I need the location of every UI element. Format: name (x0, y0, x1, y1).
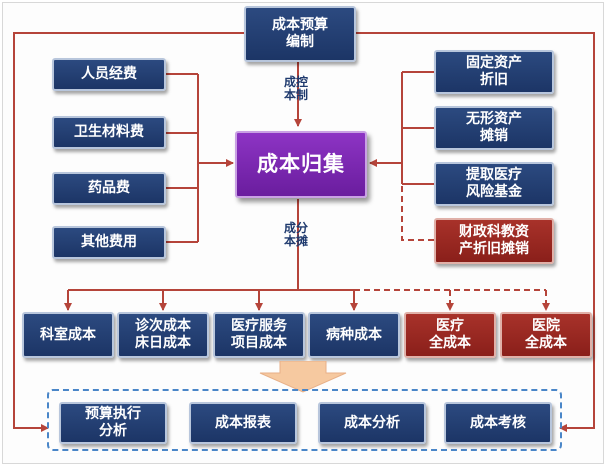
input-other-box: 其他费用 (52, 226, 166, 259)
input-risk-fund-box: 提取医疗 风险基金 (434, 162, 554, 206)
output-medical-full-box: 医疗 全成本 (404, 312, 496, 358)
output-disease-box: 病种成本 (308, 312, 400, 358)
cost-collection-box: 成本归集 (235, 131, 367, 198)
allocate-label: 成分 本摊 (284, 221, 309, 248)
output-visit-bed-box: 诊次成本 床日成本 (117, 312, 209, 358)
results-group (47, 389, 562, 451)
control-label: 成控 本制 (284, 75, 309, 102)
input-intangible-box: 无形资产 摊销 (434, 106, 554, 150)
budget-box: 成本预算 编制 (244, 6, 356, 62)
output-hospital-full-box: 医院 全成本 (500, 312, 592, 358)
result-budget-analysis-box: 预算执行 分析 (59, 402, 167, 444)
input-finance-education-box: 财政科教资 产折旧摊销 (434, 218, 554, 264)
big-down-arrow-icon (259, 361, 347, 393)
result-cost-assessment-box: 成本考核 (444, 402, 552, 444)
output-service-item-box: 医疗服务 项目成本 (213, 312, 305, 358)
output-department-box: 科室成本 (22, 312, 114, 358)
input-personnel-box: 人员经费 (52, 58, 166, 91)
input-drug-box: 药品费 (52, 172, 166, 205)
result-cost-analysis-box: 成本分析 (318, 402, 426, 444)
input-sanitary-box: 卫生材料费 (52, 116, 166, 149)
input-fixed-asset-box: 固定资产 折旧 (434, 50, 554, 94)
result-cost-report-box: 成本报表 (189, 402, 297, 444)
